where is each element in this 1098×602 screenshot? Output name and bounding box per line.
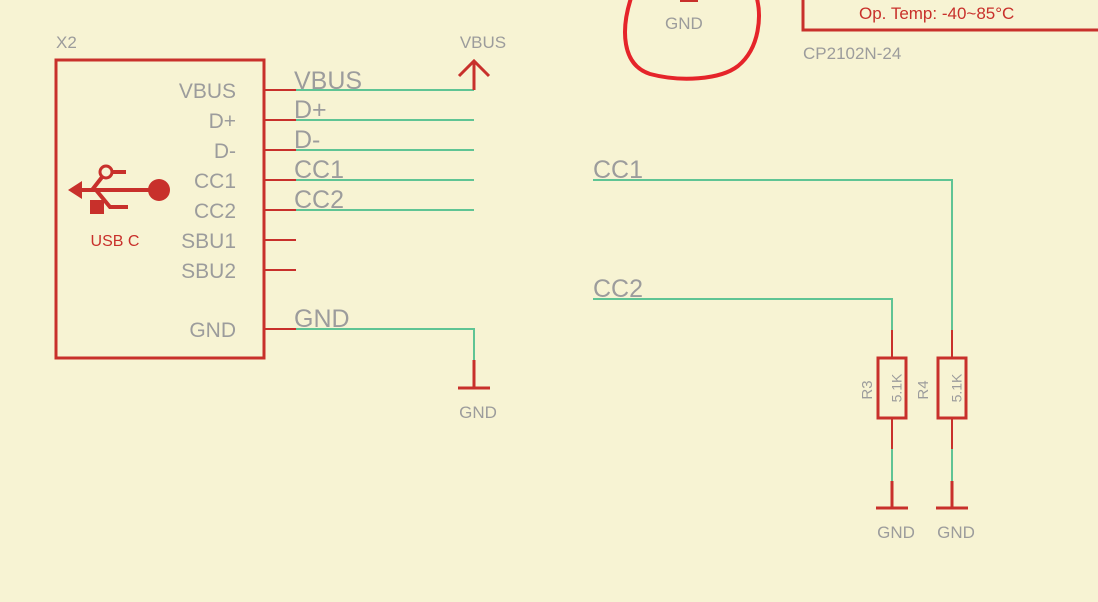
pin-label-vbus: VBUS: [179, 80, 236, 103]
part-name-label: CP2102N-24: [803, 44, 901, 63]
net-label-gnd: GND: [294, 305, 350, 333]
partial-gnd-pin: [680, 0, 698, 2]
op-temp-box: [801, 0, 1098, 32]
r4-value: 5.1K: [949, 373, 965, 402]
r3-ref: R3: [859, 380, 876, 399]
net-label-vbus: VBUS: [294, 67, 362, 95]
usb-c-connector[interactable]: X2 USB C VBUS D+ D-: [54, 33, 296, 360]
gnd-symbol-r3[interactable]: GND: [876, 481, 915, 542]
pin-label-dplus: D+: [209, 110, 236, 133]
wire-cc1-right[interactable]: [593, 179, 953, 330]
pin-label-sbu1: SBU1: [181, 230, 236, 253]
pin-label-gnd: GND: [189, 319, 236, 342]
connector-name: USB C: [91, 233, 140, 250]
net-label-dplus: D+: [294, 96, 327, 124]
wires: [296, 89, 953, 481]
usb-icon: [68, 164, 170, 214]
vbus-symbol-label: VBUS: [460, 33, 506, 52]
wire-gnd-left[interactable]: [296, 328, 475, 360]
pin-label-dminus: D-: [214, 140, 236, 163]
pin-label-sbu2: SBU2: [181, 260, 236, 283]
top-partial-region: GND Op. Temp: -40~85°C CP2102N-24: [623, 0, 1098, 81]
net-label-cc2: CC2: [294, 186, 344, 214]
vbus-power-symbol[interactable]: VBUS: [457, 33, 506, 90]
r4-ref: R4: [915, 380, 932, 399]
net-label-cc1-right: CC1: [593, 156, 643, 184]
net-label-cc1: CC1: [294, 156, 344, 184]
pin-stubs: [264, 89, 296, 330]
pin-label-cc2: CC2: [194, 200, 236, 223]
hand-drawn-annotation-circle: [623, 0, 761, 81]
gnd-symbol-label: GND: [459, 403, 497, 422]
partial-gnd-label: GND: [665, 14, 703, 33]
gnd-symbol-r4[interactable]: GND: [936, 481, 975, 542]
vbus-arrow-icon: [457, 58, 491, 78]
net-label-cc2-right: CC2: [593, 275, 643, 303]
wire-cc2-right[interactable]: [593, 298, 893, 330]
gnd-symbol-connector[interactable]: GND: [458, 360, 497, 422]
connector-designator: X2: [56, 33, 77, 52]
pin-label-cc1: CC1: [194, 170, 236, 193]
gnd-r3-label: GND: [877, 523, 915, 542]
net-label-dminus: D-: [294, 126, 320, 154]
r3-value: 5.1K: [889, 373, 905, 402]
resistor-r3[interactable]: 5.1K R3: [859, 330, 908, 449]
resistor-r4[interactable]: 5.1K R4: [915, 330, 968, 449]
gnd-r4-label: GND: [937, 523, 975, 542]
op-temp-text: Op. Temp: -40~85°C: [859, 4, 1014, 23]
